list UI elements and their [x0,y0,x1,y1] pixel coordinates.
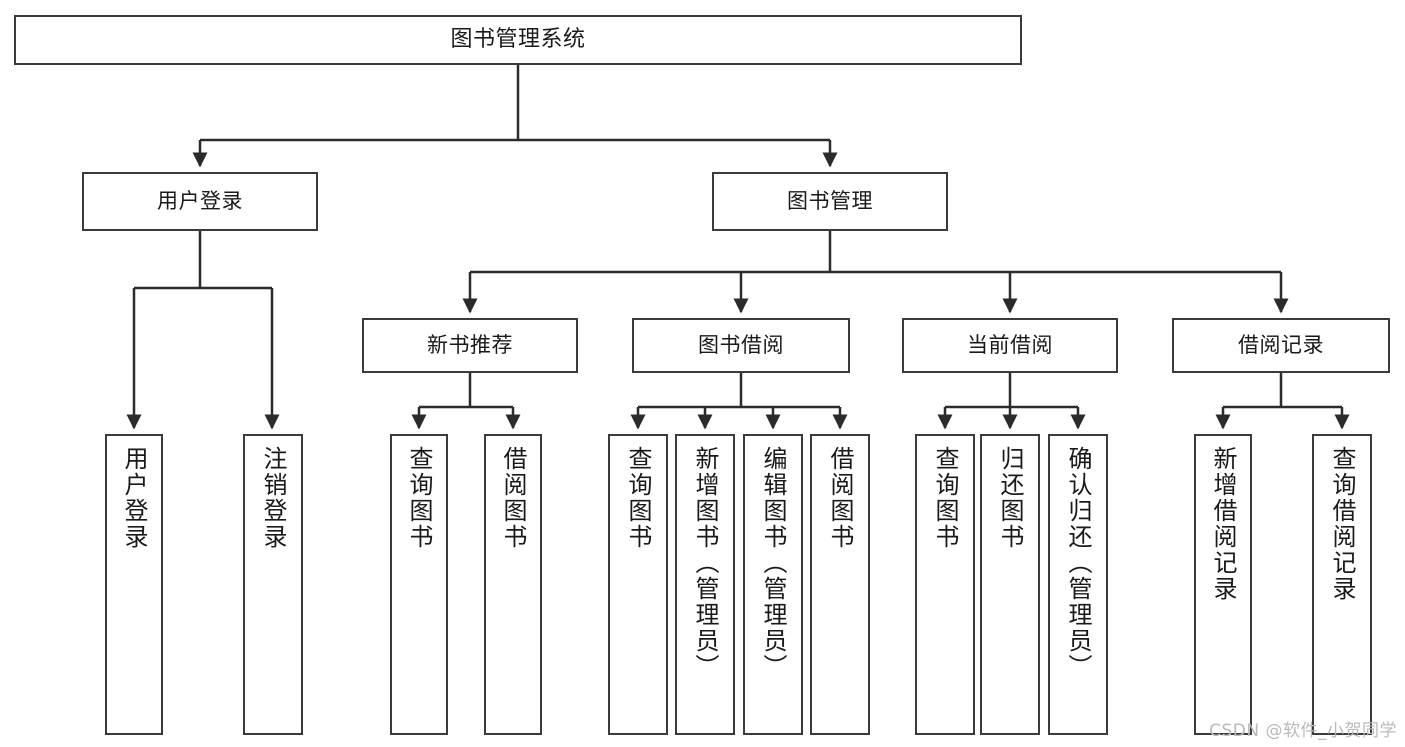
node-label: 查询图书 [405,446,433,550]
node-label: 新增图书（管理员） [691,446,719,680]
leaf-query-books-current[interactable]: 查询图书 [915,434,975,735]
node-new-book-recommendation[interactable]: 新书推荐 [362,318,578,373]
leaf-logout[interactable]: 注销登录 [243,434,303,735]
node-label: 用户登录 [120,446,148,550]
leaf-confirm-return-admin[interactable]: 确认归还（管理员） [1048,434,1108,735]
node-label: 注销登录 [259,446,287,550]
node-label: 借阅图书 [499,446,527,550]
node-label: 借阅图书 [826,446,854,550]
leaf-borrow-books[interactable]: 借阅图书 [810,434,870,735]
node-root-system[interactable]: 图书管理系统 [14,15,1022,65]
node-label: 新增借阅记录 [1209,446,1237,602]
leaf-query-borrow-record[interactable]: 查询借阅记录 [1312,434,1372,735]
node-label: 归还图书 [996,446,1024,550]
leaf-add-borrow-record[interactable]: 新增借阅记录 [1194,434,1252,735]
leaf-borrow-books-recommend[interactable]: 借阅图书 [484,434,542,735]
node-label: 图书借阅 [698,333,784,358]
node-label: 借阅记录 [1238,333,1324,358]
node-label: 图书管理 [787,189,873,214]
leaf-query-books-borrowing[interactable]: 查询图书 [608,434,668,735]
node-book-management[interactable]: 图书管理 [712,172,948,231]
node-user-login[interactable]: 用户登录 [82,172,318,231]
node-label: 确认归还（管理员） [1064,446,1092,680]
node-label: 编辑图书（管理员） [759,446,787,680]
leaf-add-book-admin[interactable]: 新增图书（管理员） [675,434,735,735]
node-label: 查询借阅记录 [1328,446,1356,602]
node-label: 图书管理系统 [450,27,586,53]
node-label: 查询图书 [931,446,959,550]
node-book-borrowing[interactable]: 图书借阅 [632,318,850,373]
leaf-query-books-recommend[interactable]: 查询图书 [390,434,448,735]
node-label: 当前借阅 [967,333,1053,358]
node-label: 查询图书 [624,446,652,550]
node-borrow-records[interactable]: 借阅记录 [1172,318,1390,373]
node-label: 用户登录 [157,189,243,214]
watermark-text: CSDN @软件_小贺同学 [1209,721,1397,741]
leaf-edit-book-admin[interactable]: 编辑图书（管理员） [743,434,803,735]
node-current-borrowing[interactable]: 当前借阅 [902,318,1118,373]
leaf-return-books[interactable]: 归还图书 [980,434,1040,735]
node-label: 新书推荐 [427,333,513,358]
leaf-user-login[interactable]: 用户登录 [105,434,163,735]
